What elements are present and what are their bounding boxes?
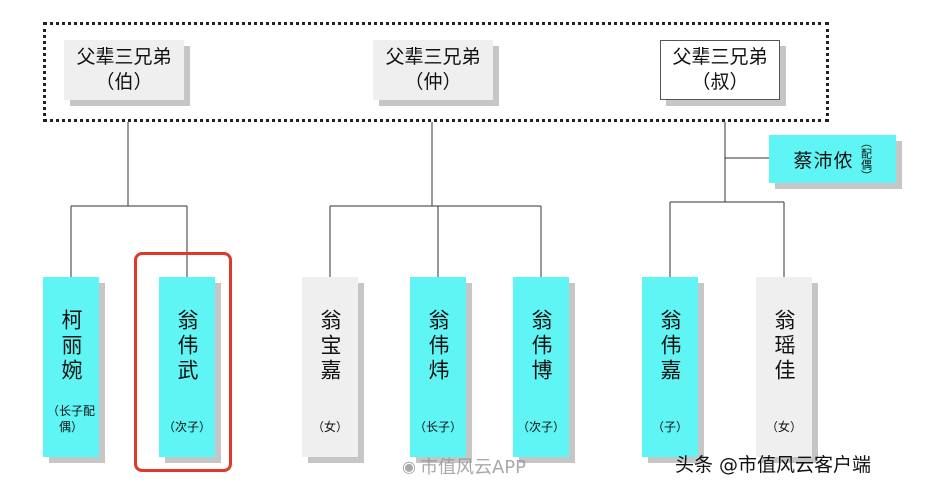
- person-name: 翁伟嘉: [658, 309, 682, 384]
- person-name: 翁伟博: [529, 309, 553, 384]
- person-box-weng-weiwu: 翁伟武 （次子）: [159, 277, 215, 457]
- generation-rank: （伯）: [95, 71, 153, 93]
- watermark-text: 市值风云APP: [419, 457, 526, 478]
- person-name: 翁伟武: [175, 309, 199, 384]
- uncle-middle-box: 父辈三兄弟 （仲）: [373, 40, 493, 100]
- spouse-name: 蔡沛侬: [793, 149, 854, 172]
- uncle-eldest-box: 父辈三兄弟 （伯）: [64, 40, 184, 100]
- person-box-weng-weijia: 翁伟嘉 （子）: [642, 277, 698, 457]
- person-relation: （次子）: [162, 420, 211, 434]
- uncle-youngest-box: 父辈三兄弟 （叔）: [660, 40, 780, 100]
- person-box-weng-baojia: 翁宝嘉 （女）: [302, 277, 358, 457]
- generation-title: 父辈三兄弟: [672, 46, 768, 68]
- person-box-ke-liwan: 柯丽婉 （长子配偶）: [43, 277, 99, 457]
- spouse-box: 蔡沛侬 （配偶）: [769, 135, 896, 183]
- watermark: ◉ 市值风云APP: [402, 453, 526, 479]
- source-credit: 头条 @市值风云客户端: [675, 454, 872, 476]
- person-relation: （子）: [651, 420, 688, 434]
- parent-generation-frame: [43, 22, 829, 122]
- person-relation: （长子配偶）: [46, 404, 95, 434]
- spouse-note: （配偶）: [859, 137, 873, 181]
- generation-rank: （仲）: [404, 71, 462, 93]
- generation-rank: （叔）: [691, 71, 749, 93]
- person-name: 翁瑶佳: [772, 309, 796, 384]
- person-relation: （女）: [765, 420, 802, 434]
- person-box-weng-yaojia: 翁瑶佳 （女）: [756, 277, 812, 457]
- highlight-frame: [134, 252, 232, 472]
- person-box-weng-weiwei: 翁伟炜 （长子）: [410, 277, 466, 457]
- person-name: 翁伟炜: [426, 309, 450, 384]
- person-name: 翁宝嘉: [318, 309, 342, 384]
- person-box-weng-weibo: 翁伟博 （次子）: [513, 277, 569, 457]
- person-relation: （次子）: [516, 420, 565, 434]
- person-name: 柯丽婉: [59, 309, 83, 384]
- person-relation: （女）: [311, 420, 348, 434]
- weibo-icon: ◉: [402, 456, 416, 476]
- generation-title: 父辈三兄弟: [76, 46, 172, 68]
- person-relation: （长子）: [413, 420, 462, 434]
- generation-title: 父辈三兄弟: [385, 46, 481, 68]
